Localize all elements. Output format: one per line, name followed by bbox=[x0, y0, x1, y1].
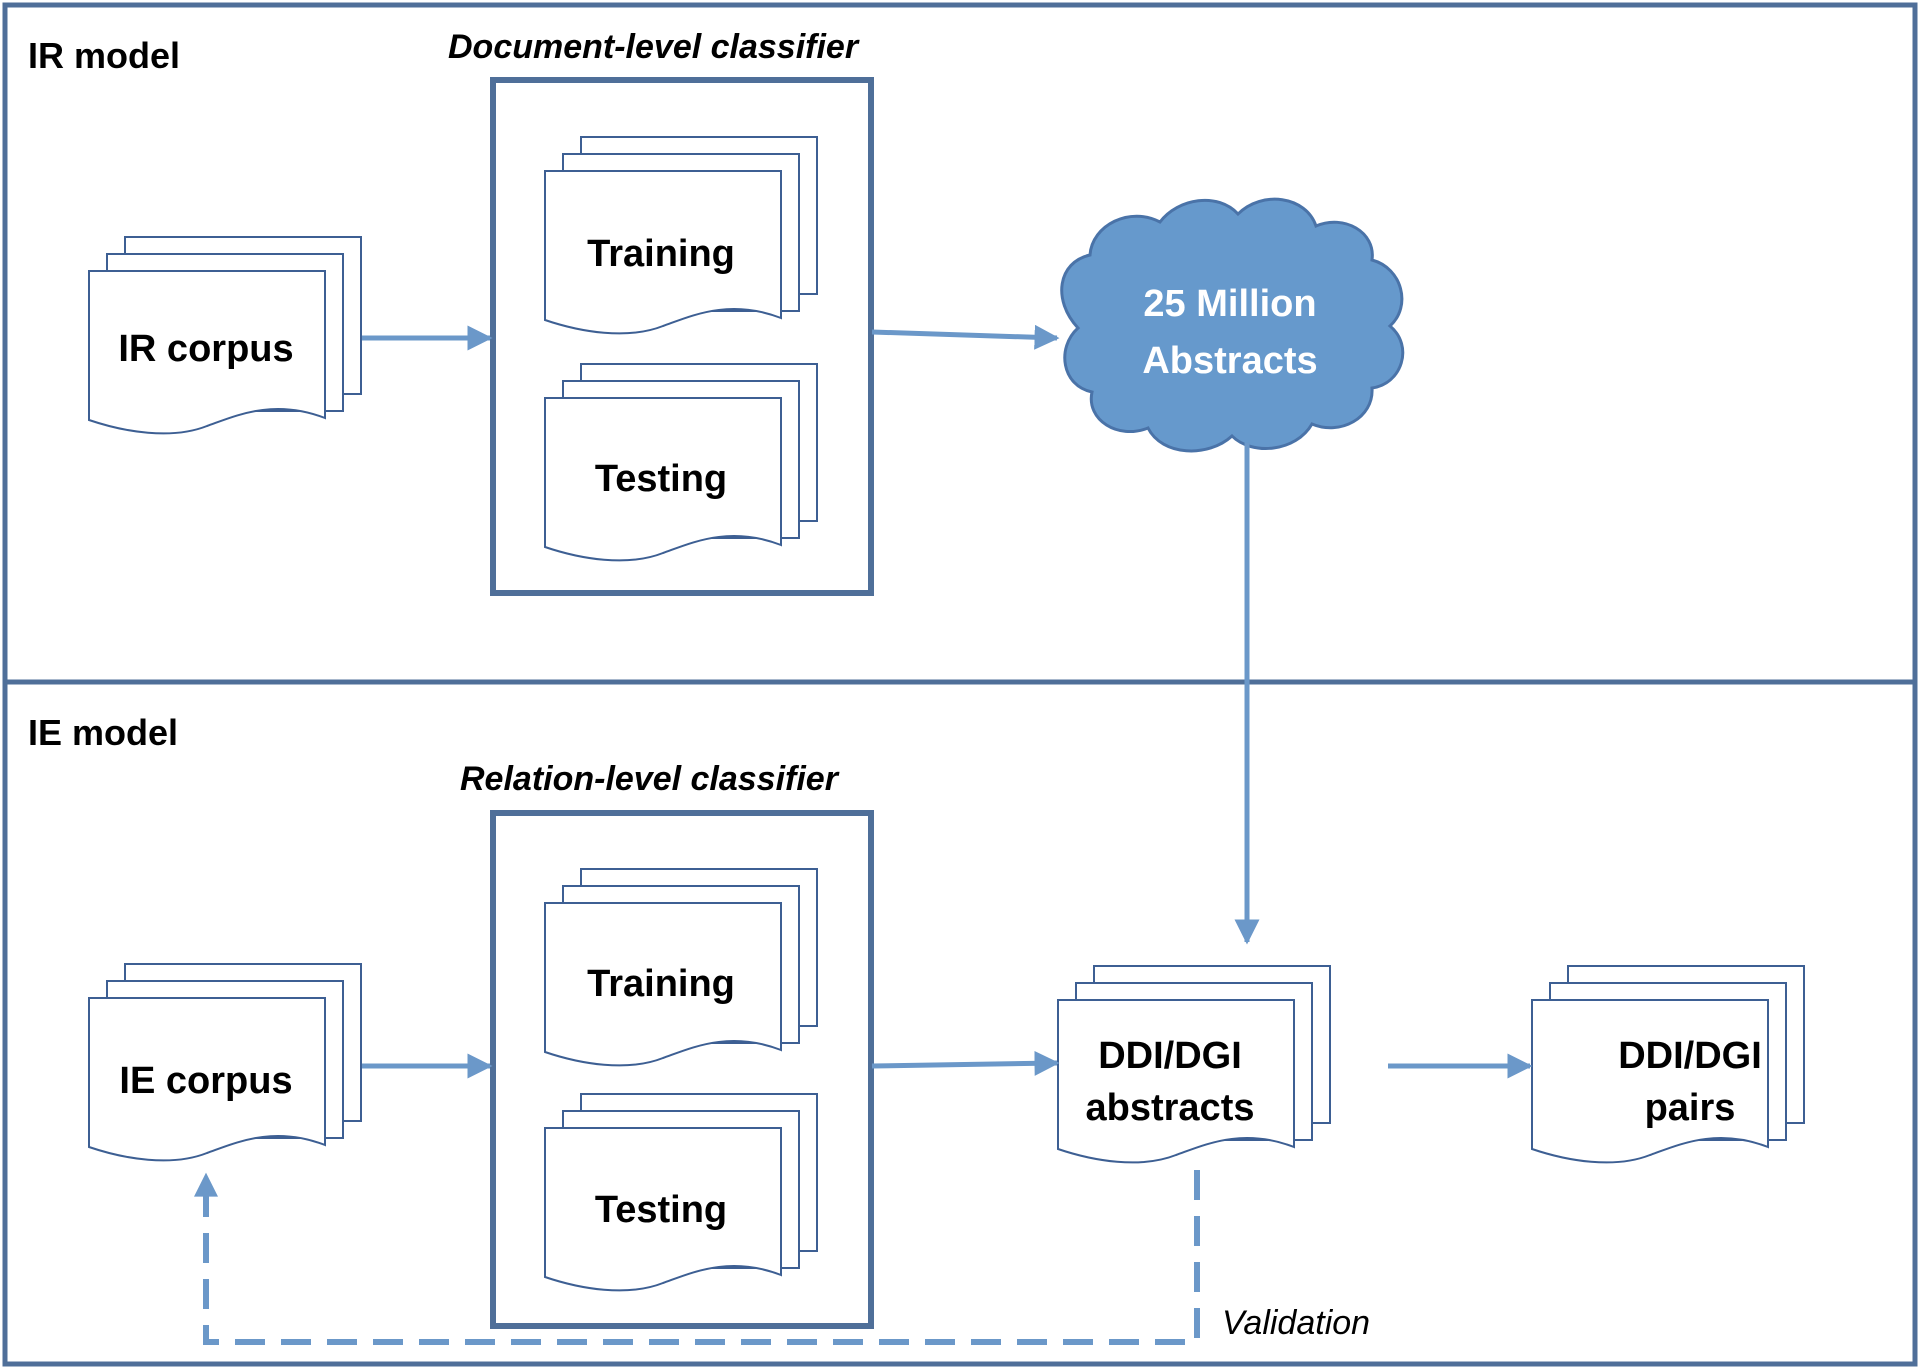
ddi-pairs-label-line2: pairs bbox=[1645, 1087, 1736, 1129]
cloud-label-line2: Abstracts bbox=[1142, 340, 1317, 382]
abstracts-cloud: 25 Million Abstracts bbox=[1060, 197, 1405, 453]
document-sheet-front bbox=[1531, 999, 1769, 1164]
ddi-abstracts-label-line1: DDI/DGI bbox=[1098, 1035, 1242, 1077]
relation-level-classifier-box bbox=[490, 810, 874, 1329]
document-level-classifier-box bbox=[490, 77, 874, 596]
ir-model-title: IR model bbox=[28, 35, 180, 76]
ie-model-frame bbox=[2, 679, 1918, 1367]
document-training-document-stack bbox=[544, 136, 818, 335]
document-sheet-front bbox=[544, 902, 782, 1067]
cloud-shape bbox=[1060, 197, 1405, 453]
document-testing-label: Testing bbox=[595, 458, 727, 500]
ddi-pairs-label-line1: DDI/DGI bbox=[1618, 1035, 1762, 1077]
cloud-label-line1: 25 Million bbox=[1143, 283, 1316, 325]
relation-training-document-stack bbox=[544, 868, 818, 1067]
ddi-pairs-document-stack bbox=[1531, 965, 1805, 1164]
validation-label: Validation bbox=[1222, 1304, 1370, 1342]
relation-level-classifier-title: Relation-level classifier bbox=[460, 760, 840, 798]
document-sheet-front bbox=[1057, 999, 1295, 1164]
document-sheet-front bbox=[88, 997, 326, 1162]
document-sheet-front bbox=[544, 170, 782, 335]
relation-training-label: Training bbox=[587, 963, 735, 1005]
relation-testing-document-stack bbox=[544, 1093, 818, 1292]
arrow-doc-classifier-to-cloud bbox=[871, 324, 1060, 350]
ie-model-title: IE model bbox=[28, 712, 178, 753]
ie-corpus-document-stack bbox=[88, 963, 362, 1162]
ddi-abstracts-document-stack bbox=[1057, 965, 1331, 1164]
document-level-classifier-title: Document-level classifier bbox=[448, 28, 860, 66]
relation-testing-label: Testing bbox=[595, 1189, 727, 1231]
ddi-abstracts-label-line2: abstracts bbox=[1086, 1087, 1255, 1129]
arrow-rel-classifier-to-ddi-abstracts bbox=[871, 1050, 1060, 1076]
document-sheet-front bbox=[544, 1127, 782, 1292]
document-sheet-front bbox=[88, 270, 326, 435]
ie-corpus-label: IE corpus bbox=[119, 1060, 292, 1102]
ir-corpus-document-stack bbox=[88, 236, 362, 435]
ir-corpus-label: IR corpus bbox=[118, 328, 293, 370]
document-testing-document-stack bbox=[544, 363, 818, 562]
document-training-label: Training bbox=[587, 233, 735, 275]
validation-feedback-line bbox=[194, 1170, 1200, 1345]
document-sheet-front bbox=[544, 397, 782, 562]
